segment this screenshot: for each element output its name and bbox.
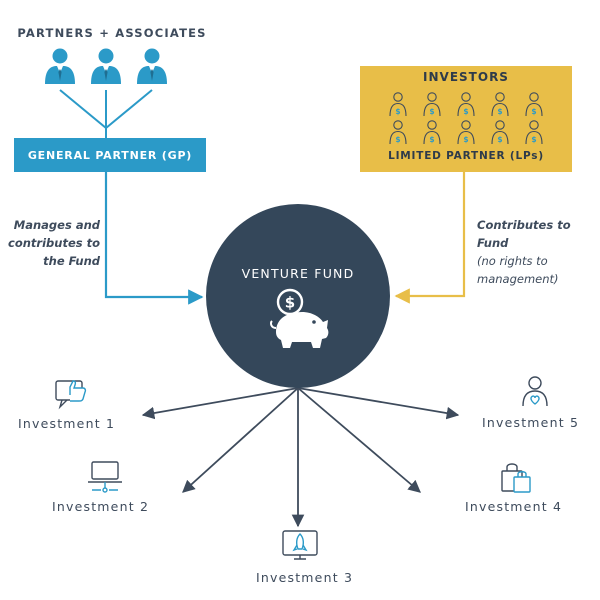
partners-connector — [59, 89, 153, 138]
piggy-bank-dollar-icon: $ — [270, 288, 329, 348]
arrow-investment-4 — [297, 387, 421, 493]
investors-title: INVESTORS — [423, 70, 509, 84]
partners-title: PARTNERS + ASSOCIATES — [17, 26, 207, 40]
investor-dollar-icon — [457, 120, 475, 145]
svg-text:$: $ — [285, 294, 295, 312]
lp-contribution-arrow — [394, 172, 466, 304]
partners-icons — [45, 48, 167, 84]
investor-dollar-icon — [525, 92, 543, 117]
investor-dollar-icon — [457, 92, 475, 117]
investment-arrows — [141, 387, 460, 528]
investment-3-label: Investment 3 — [256, 570, 354, 585]
thumbs-up-chat-icon — [55, 380, 87, 410]
businessman-icon — [91, 48, 121, 84]
investment-2-label: Investment 2 — [52, 499, 150, 514]
rocket-monitor-icon — [282, 530, 318, 560]
investor-dollar-icon — [491, 92, 509, 117]
gp-note-line-2: contributes to — [8, 236, 100, 250]
lp-note-line-2: Fund — [477, 236, 509, 250]
businessman-icon — [45, 48, 75, 84]
lp-note-line-4: management) — [477, 272, 559, 286]
gp-note: Manages and contributes to the Fund — [0, 216, 100, 270]
businessman-icon — [137, 48, 167, 84]
investor-dollar-icon — [423, 120, 441, 145]
investor-dollar-icon — [389, 120, 407, 145]
person-heart-icon — [522, 376, 548, 407]
investors-box: INVESTORS LIMITED PARTNER (LPs) — [360, 66, 572, 172]
general-partner-label: GENERAL PARTNER (GP) — [27, 148, 193, 162]
general-partner-box: GENERAL PARTNER (GP) — [14, 138, 206, 172]
gp-note-line-3: the Fund — [43, 254, 100, 268]
investment-1-label: Investment 1 — [18, 416, 116, 431]
investors-icons — [389, 92, 543, 145]
investment-5-label: Investment 5 — [482, 415, 580, 430]
investment-4-label: Investment 4 — [465, 499, 563, 514]
lp-note-line-3: (no rights to — [477, 254, 548, 268]
laptop-icon — [88, 461, 122, 493]
investor-dollar-icon — [389, 92, 407, 117]
investor-dollar-icon — [423, 92, 441, 117]
gp-contribution-arrow — [104, 172, 204, 305]
shopping-bags-icon — [501, 463, 531, 493]
arrow-investment-1 — [141, 387, 299, 420]
venture-fund-circle — [206, 204, 390, 388]
investor-dollar-icon — [525, 120, 543, 145]
arrow-investment-5 — [297, 387, 460, 420]
lp-note-line-1: Contributes to — [477, 218, 571, 232]
investors-subtitle: LIMITED PARTNER (LPs) — [388, 150, 544, 162]
investor-dollar-icon — [491, 120, 509, 145]
venture-fund-title: VENTURE FUND — [241, 266, 355, 281]
gp-note-line-1: Manages and — [13, 218, 100, 232]
lp-note: Contributes to Fund (no rights to manage… — [477, 216, 597, 288]
arrow-investment-2 — [182, 387, 299, 493]
